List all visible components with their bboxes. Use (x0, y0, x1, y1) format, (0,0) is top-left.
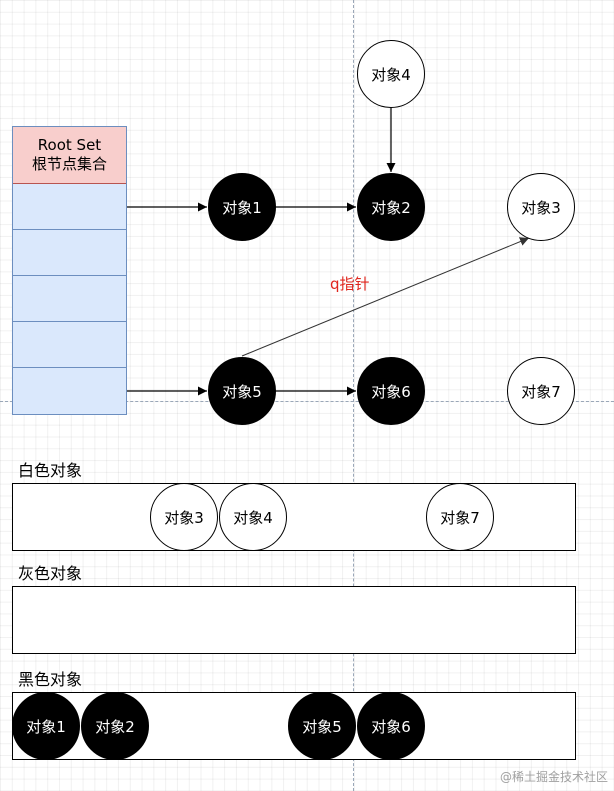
gray-set-box (12, 586, 576, 654)
white-set-item: 对象3 (150, 483, 218, 551)
root-set-slot (13, 368, 126, 414)
root-set-slot (13, 230, 126, 276)
gray-set-label: 灰色对象 (18, 564, 83, 583)
root-set-slot (13, 322, 126, 368)
node-obj6: 对象6 (357, 357, 425, 425)
node-obj2: 对象2 (357, 173, 425, 241)
root-set-title: Root Set (37, 136, 102, 154)
black-set-label: 黑色对象 (18, 670, 83, 689)
white-set-label: 白色对象 (18, 461, 83, 480)
root-set: Root Set 根节点集合 (12, 126, 127, 415)
edge-obj5-to-obj3-q-pointer (241, 237, 530, 357)
node-obj5: 对象5 (208, 357, 276, 425)
black-set-item: 对象1 (12, 692, 80, 760)
root-set-subtitle: 根节点集合 (31, 155, 107, 173)
vertical-guide-line (353, 0, 354, 791)
root-set-slot (13, 276, 126, 322)
watermark: @稀土掘金技术社区 (499, 770, 608, 784)
black-set-item: 对象6 (357, 692, 425, 760)
root-set-slot (13, 184, 126, 230)
node-obj4: 对象4 (357, 40, 425, 108)
root-set-header: Root Set 根节点集合 (13, 127, 126, 184)
q-pointer-label: q指针 (330, 275, 370, 293)
horizontal-guide-line (0, 401, 614, 402)
black-set-item: 对象5 (288, 692, 356, 760)
node-obj3: 对象3 (507, 173, 575, 241)
node-obj7: 对象7 (507, 357, 575, 425)
node-obj1: 对象1 (208, 173, 276, 241)
white-set-item: 对象7 (426, 483, 494, 551)
black-set-item: 对象2 (81, 692, 149, 760)
white-set-item: 对象4 (219, 483, 287, 551)
